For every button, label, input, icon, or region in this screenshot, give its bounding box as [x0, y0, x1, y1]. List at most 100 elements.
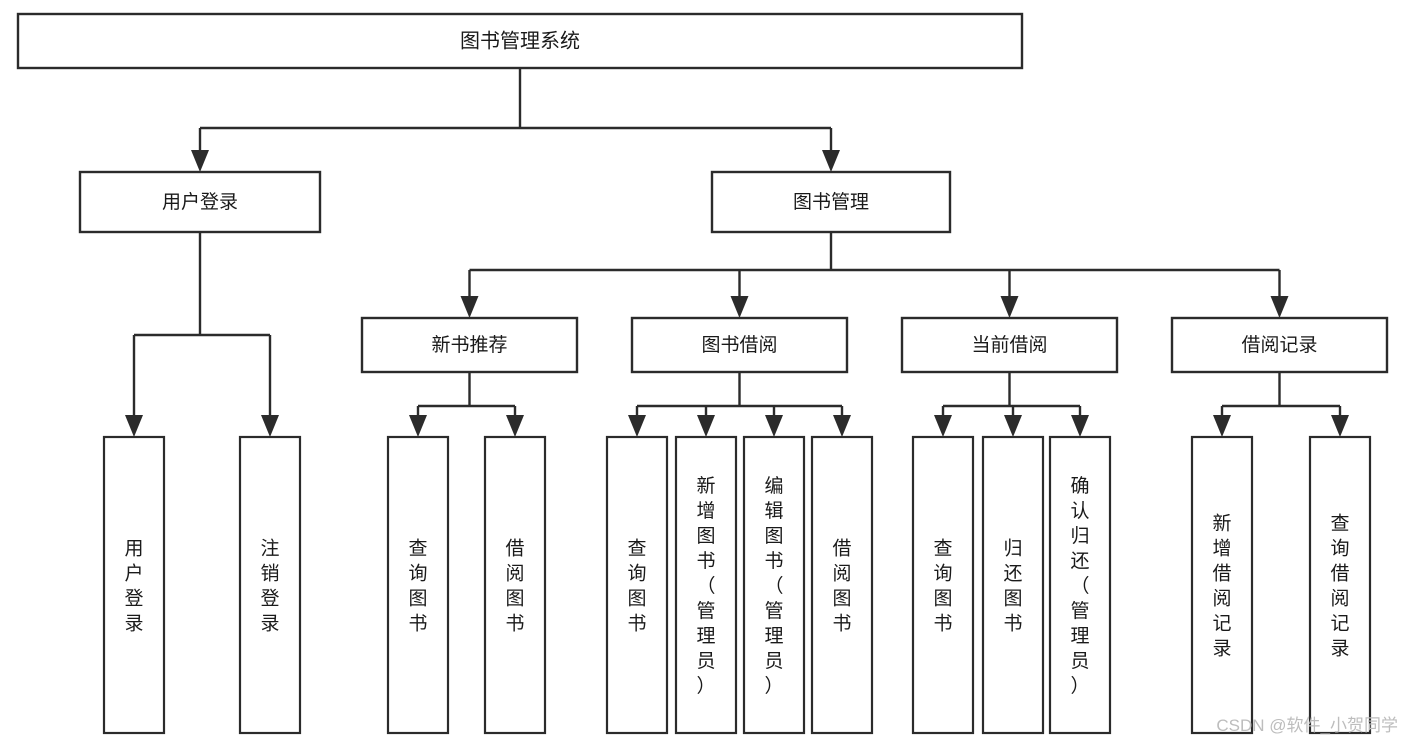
node-box[interactable]: [605, 435, 669, 735]
node-box[interactable]: [630, 316, 849, 374]
node-label-char: 用: [124, 539, 143, 560]
node-label-char: 录: [1330, 639, 1349, 660]
node-label-char: 查: [408, 538, 427, 560]
node-box[interactable]: [386, 435, 450, 735]
arrow-head-icon: [506, 415, 524, 437]
csdn-watermark: CSDN @软件_小贺同学: [1216, 716, 1398, 735]
node-level2-3[interactable]: 借阅记录: [1170, 316, 1389, 374]
node-label-char: ）: [1070, 675, 1089, 697]
node-label-char: 归: [1070, 525, 1089, 547]
node-box[interactable]: [1170, 316, 1389, 374]
node-level2-1[interactable]: 图书借阅: [630, 316, 849, 374]
node-layer: 图书管理系统用户登录图书管理新书推荐图书借阅当前借阅借阅记录用户登录注销登录查询…: [16, 12, 1389, 735]
node-leaf-0[interactable]: 用户登录: [102, 435, 166, 735]
node-label-char: （: [764, 575, 783, 597]
arrow-head-icon: [765, 415, 783, 437]
node-box[interactable]: [1048, 435, 1112, 735]
node-level1-0[interactable]: 用户登录: [78, 170, 322, 234]
node-label-char: （: [1070, 575, 1089, 597]
node-box[interactable]: [674, 435, 738, 735]
node-label-char: 查: [1330, 513, 1349, 535]
node-label-char: 图: [933, 589, 952, 610]
node-label-char: 新: [1212, 513, 1231, 535]
node-box[interactable]: [102, 435, 166, 735]
node-label-char: 员: [764, 651, 783, 672]
node-label-char: 注: [260, 538, 279, 560]
arrow-head-icon: [460, 296, 479, 318]
node-box[interactable]: [911, 435, 975, 735]
node-label-char: 借: [1330, 563, 1349, 585]
node-root-0[interactable]: 图书管理系统: [16, 12, 1024, 70]
node-box[interactable]: [710, 170, 952, 234]
node-level2-2[interactable]: 当前借阅: [900, 316, 1119, 374]
node-label-char: 员: [696, 651, 715, 672]
node-label: 借阅记录: [1241, 334, 1317, 356]
node-label-char: 查: [627, 538, 646, 560]
arrow-head-icon: [191, 150, 209, 172]
node-label-char: 登: [124, 588, 143, 610]
connector-layer: [125, 68, 1349, 437]
node-box[interactable]: [483, 435, 547, 735]
node-label-char: 理: [696, 626, 715, 647]
node-label-char: ）: [764, 675, 783, 697]
node-box[interactable]: [1190, 435, 1254, 735]
node-level2-0[interactable]: 新书推荐: [360, 316, 579, 374]
node-label-char: 图: [627, 589, 646, 610]
node-box[interactable]: [78, 170, 322, 234]
arrow-head-icon: [409, 415, 427, 437]
node-box[interactable]: [16, 12, 1024, 70]
node-label-char: 确: [1070, 475, 1089, 497]
node-label-char: 借: [832, 538, 851, 560]
arrow-head-icon: [1004, 415, 1022, 437]
node-label: 当前借阅: [971, 334, 1047, 356]
node-label-char: 书: [764, 550, 783, 572]
node-label-char: 询: [933, 563, 952, 585]
node-level1-1[interactable]: 图书管理: [710, 170, 952, 234]
node-box[interactable]: [1308, 435, 1372, 735]
node-label-char: 查: [933, 538, 952, 560]
node-label-char: 增: [1212, 538, 1231, 560]
node-label-char: 书: [1003, 613, 1022, 635]
node-label-char: 管: [696, 600, 715, 622]
node-label-char: 借: [505, 538, 524, 560]
node-label-char: 增: [696, 500, 715, 522]
node-label-char: 询: [1330, 538, 1349, 560]
arrow-head-icon: [822, 150, 840, 172]
arrow-head-icon: [934, 415, 952, 437]
node-label-char: 阅: [1212, 588, 1231, 610]
node-box[interactable]: [238, 435, 302, 735]
arrow-head-icon: [730, 296, 749, 318]
node-label: 新书推荐: [431, 334, 507, 356]
node-label-char: 录: [1212, 639, 1231, 660]
node-label-char: 图: [832, 589, 851, 610]
node-label-char: 管: [764, 600, 783, 622]
node-box[interactable]: [810, 435, 874, 735]
node-box[interactable]: [742, 435, 806, 735]
node-label-char: 理: [764, 626, 783, 647]
node-box[interactable]: [981, 435, 1045, 735]
node-label-char: 阅: [1330, 588, 1349, 610]
node-label-char: 图: [696, 526, 715, 547]
node-label-char: 书: [696, 550, 715, 572]
node-label-char: 管: [1070, 600, 1089, 622]
node-label-char: 书: [408, 613, 427, 635]
node-label-char: 户: [124, 563, 143, 585]
node-box[interactable]: [900, 316, 1119, 374]
node-label-char: 借: [1212, 563, 1231, 585]
node-box[interactable]: [360, 316, 579, 374]
node-label: 用户登录: [162, 191, 238, 213]
arrow-head-icon: [1331, 415, 1349, 437]
